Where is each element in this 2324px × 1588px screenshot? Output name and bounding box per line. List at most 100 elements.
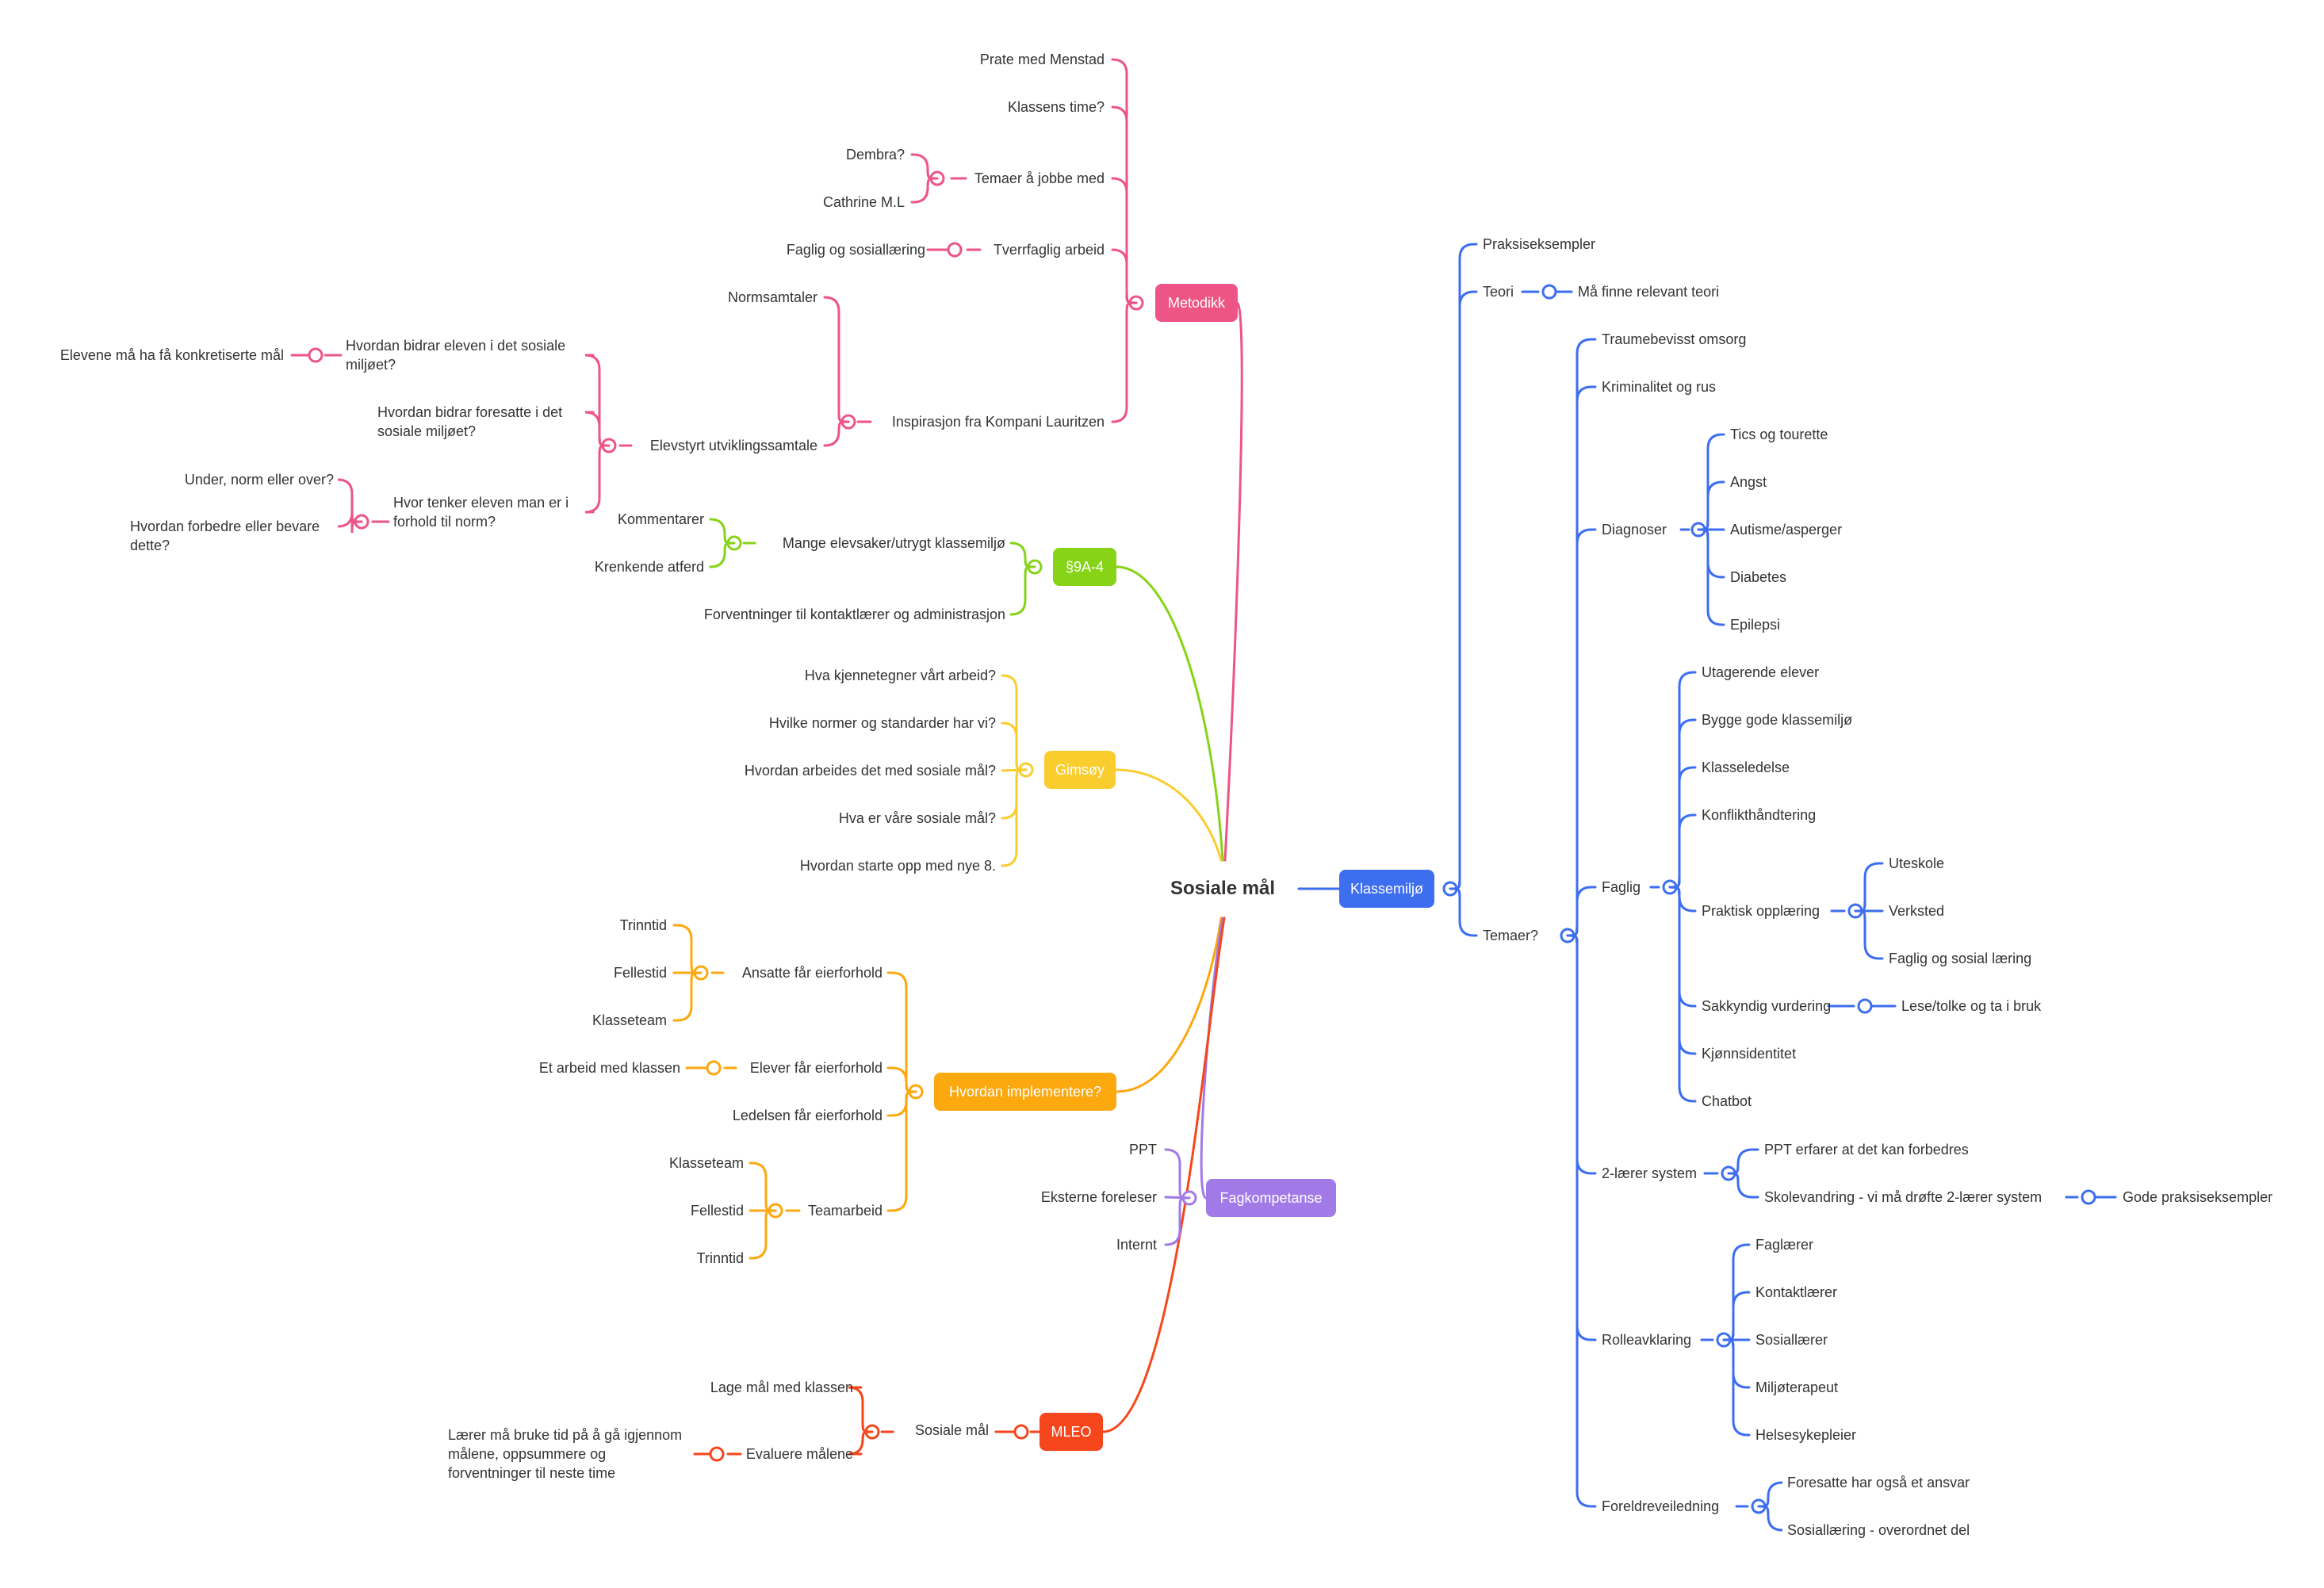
collapse-toggle[interactable]	[709, 1446, 725, 1462]
node-eksterne[interactable]: Eksterne foreleser	[1040, 1189, 1157, 1205]
node-utagerende[interactable]: Utagerende elever	[1702, 664, 1820, 680]
node-lese[interactable]: Lese/tolke og ta i bruk	[1901, 998, 2042, 1014]
node-tolaerer[interactable]: 2-lærer system	[1602, 1165, 1698, 1181]
node-faglig-sosial-laering[interactable]: Faglig og sosial læring	[1889, 951, 2032, 966]
node-forbedre[interactable]: Hvordan forbedre eller bevare dette?	[130, 518, 320, 553]
collapse-toggle[interactable]	[1541, 284, 1557, 300]
node-praktisk[interactable]: Praktisk opplæring	[1702, 903, 1821, 919]
node-evaluere[interactable]: Evaluere målene	[745, 1446, 853, 1462]
node-konflikt[interactable]: Konflikthåndtering	[1702, 807, 1817, 823]
node-inspirasjon[interactable]: Inspirasjon fra Kompani Lauritzen	[891, 414, 1105, 430]
node-uteskole[interactable]: Uteskole	[1889, 855, 1945, 871]
node-forventninger[interactable]: Forventninger til kontaktlærer og admini…	[703, 607, 1005, 622]
node-mange[interactable]: Mange elevsaker/utrygt klassemiljø	[782, 535, 1005, 551]
node-foresatte-ansvar[interactable]: Foresatte har også et ansvar	[1787, 1475, 1970, 1490]
node-kommentarer[interactable]: Kommentarer	[617, 511, 704, 527]
node-dembra[interactable]: Dembra?	[845, 147, 905, 163]
collapse-toggle[interactable]	[1857, 998, 1873, 1014]
node-cathrine[interactable]: Cathrine M.L	[822, 194, 905, 210]
node-kontakt[interactable]: Kontaktlærer	[1755, 1284, 1838, 1300]
node-verksted[interactable]: Verksted	[1889, 903, 1945, 919]
node-krenkende[interactable]: Krenkende atferd	[594, 559, 704, 575]
node-fellestid-1[interactable]: Fellestid	[613, 965, 667, 981]
branch-implementere[interactable]: Hvordan implementere?	[934, 1073, 1116, 1111]
node-under-norm[interactable]: Under, norm eller over?	[184, 472, 334, 488]
node-normsamtaler[interactable]: Normsamtaler	[727, 289, 817, 305]
collapse-toggle[interactable]	[947, 242, 963, 258]
node-tics[interactable]: Tics og tourette	[1730, 427, 1828, 442]
node-faglig-sosial[interactable]: Faglig og sosiallæring	[786, 242, 925, 258]
node-bidrar-eleven[interactable]: Hvordan bidrar eleven i det sosiale milj…	[346, 338, 566, 373]
branch-9a4[interactable]: §9A-4	[1053, 548, 1116, 586]
node-ansatte[interactable]: Ansatte får eierforhold	[741, 965, 883, 981]
node-prate[interactable]: Prate med Menstad	[979, 52, 1105, 67]
branch-gimsoy[interactable]: Gimsøy	[1044, 751, 1116, 789]
node-traume[interactable]: Traumebevisst omsorg	[1602, 331, 1747, 347]
node-praksis[interactable]: Praksiseksempler	[1483, 236, 1596, 252]
node-skolevandring[interactable]: Skolevandring - vi må drøfte 2-lærer sys…	[1764, 1189, 2043, 1205]
branch-curve-implementere	[1115, 916, 1223, 1093]
node-ppt-erfarer[interactable]: PPT erfarer at det kan forbedres	[1764, 1142, 1969, 1158]
node-kjonn[interactable]: Kjønnsidentitet	[1702, 1046, 1797, 1062]
node-klassens-time[interactable]: Klassens time?	[1007, 99, 1105, 115]
node-gode[interactable]: Gode praksiseksempler	[2123, 1189, 2273, 1205]
node-rolle[interactable]: Rolleavklaring	[1602, 1332, 1692, 1348]
connector-line	[1566, 934, 1597, 1508]
node-krim[interactable]: Kriminalitet og rus	[1602, 379, 1717, 395]
node-faglaerer[interactable]: Faglærer	[1755, 1237, 1814, 1253]
collapse-toggle[interactable]	[706, 1060, 722, 1076]
node-arbeides[interactable]: Hvordan arbeides det med sosiale mål?	[744, 763, 996, 779]
node-fellestid-2[interactable]: Fellestid	[690, 1203, 744, 1219]
node-temaer-jobbe[interactable]: Temaer å jobbe med	[974, 170, 1105, 186]
node-foreldre[interactable]: Foreldreveiledning	[1602, 1498, 1720, 1514]
node-klasseteam-2[interactable]: Klasseteam	[668, 1155, 744, 1171]
node-tenker[interactable]: Hvor tenker eleven man er i forhold til …	[393, 495, 569, 530]
node-et-arbeid[interactable]: Et arbeid med klassen	[538, 1060, 680, 1076]
node-finne[interactable]: Må finne relevant teori	[1578, 284, 1720, 300]
node-kjennetegner[interactable]: Hva kjennetegner vårt arbeid?	[804, 668, 996, 683]
node-miljo[interactable]: Miljøterapeut	[1755, 1379, 1839, 1395]
node-temaer[interactable]: Temaer?	[1483, 928, 1539, 943]
node-diabetes[interactable]: Diabetes	[1730, 569, 1787, 585]
node-bidrar-foresatte[interactable]: Hvordan bidrar foresatte i det sosiale m…	[377, 404, 563, 439]
branch-mleo[interactable]: MLEO	[1039, 1413, 1103, 1451]
node-epilepsi[interactable]: Epilepsi	[1730, 617, 1781, 633]
node-angst[interactable]: Angst	[1730, 474, 1767, 490]
branch-fagkompetanse[interactable]: Fagkompetanse	[1206, 1179, 1336, 1217]
collapse-toggle[interactable]	[2081, 1189, 2096, 1205]
central-topic[interactable]: Sosiale mål	[1170, 878, 1276, 899]
node-vare-mal[interactable]: Hva er våre sosiale mål?	[838, 810, 996, 826]
node-sosiale-mal[interactable]: Sosiale mål	[914, 1422, 989, 1438]
node-chatbot[interactable]: Chatbot	[1702, 1093, 1752, 1109]
node-tverrfaglig[interactable]: Tverrfaglig arbeid	[993, 242, 1105, 258]
node-normer[interactable]: Hvilke normer og standarder har vi?	[768, 715, 996, 731]
node-lage[interactable]: Lage mål med klassen	[710, 1379, 853, 1395]
node-sosiallaering[interactable]: Sosiallæring - overordnet del	[1787, 1522, 1970, 1538]
node-sakkyndig[interactable]: Sakkyndig vurdering	[1702, 998, 1832, 1014]
collapse-toggle[interactable]	[308, 347, 324, 363]
node-diagnoser[interactable]: Diagnoser	[1602, 522, 1667, 538]
node-ledelsen[interactable]: Ledelsen får eierforhold	[732, 1108, 883, 1123]
node-faglig[interactable]: Faglig	[1602, 879, 1641, 895]
node-internt[interactable]: Internt	[1116, 1237, 1157, 1253]
connector-line	[1566, 934, 1597, 1175]
branch-klassemiljo[interactable]: Klassemiljø	[1339, 870, 1434, 908]
node-trinntid-2[interactable]: Trinntid	[696, 1250, 744, 1266]
branch-metodikk[interactable]: Metodikk	[1155, 284, 1238, 322]
node-trinntid-1[interactable]: Trinntid	[619, 917, 667, 933]
node-autisme[interactable]: Autisme/asperger	[1730, 522, 1843, 538]
node-klasseledelse[interactable]: Klasseledelse	[1702, 760, 1790, 775]
node-helse[interactable]: Helsesykepleier	[1755, 1427, 1857, 1443]
node-klasseteam-1[interactable]: Klasseteam	[592, 1012, 667, 1028]
node-laerer[interactable]: Lærer må bruke tid på å gå igjennom måle…	[448, 1427, 683, 1481]
node-elevstyrt[interactable]: Elevstyrt utviklingssamtale	[649, 438, 817, 453]
node-sosiallaerer[interactable]: Sosiallærer	[1755, 1332, 1828, 1348]
node-teori[interactable]: Teori	[1483, 284, 1514, 300]
node-bygge[interactable]: Bygge gode klassemiljø	[1702, 712, 1853, 728]
node-konkretiserte[interactable]: Elevene må ha få konkretiserte mål	[59, 347, 284, 363]
node-starte[interactable]: Hvordan starte opp med nye 8.	[799, 858, 996, 874]
node-ppt[interactable]: PPT	[1128, 1142, 1157, 1158]
collapse-toggle[interactable]	[1013, 1424, 1029, 1440]
node-elever[interactable]: Elever får eierforhold	[749, 1060, 883, 1076]
node-teamarbeid[interactable]: Teamarbeid	[807, 1203, 883, 1219]
